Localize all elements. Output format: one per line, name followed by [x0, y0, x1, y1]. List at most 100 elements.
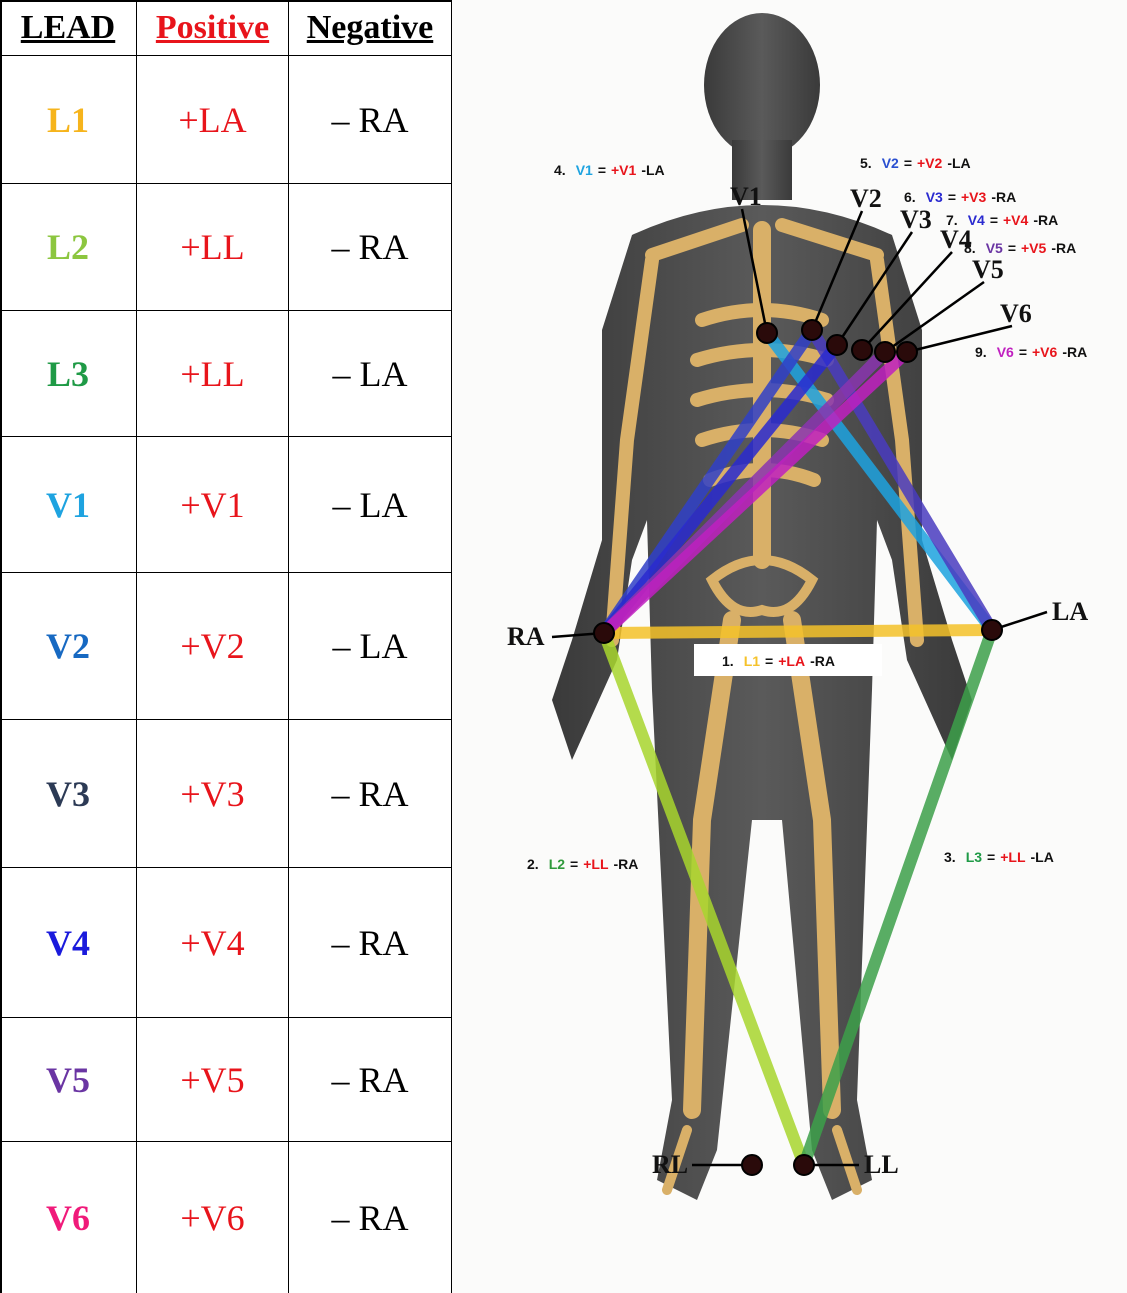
- electrode-ll: [794, 1155, 814, 1175]
- table-row: V4+V4– RA: [0, 868, 452, 1018]
- equation-lead: L1: [744, 653, 761, 669]
- equation-number: 4.: [554, 162, 566, 178]
- equation-positive: +V2: [917, 155, 943, 171]
- equation-positive: +V1: [611, 162, 637, 178]
- electrode-label-v3: V3: [900, 205, 932, 234]
- cell-lead: V1: [0, 437, 137, 573]
- equation-number: 8.: [964, 240, 976, 256]
- cell-lead: L1: [0, 56, 137, 184]
- equation-lead: L3: [966, 849, 983, 865]
- equation-equals: =: [1019, 344, 1027, 360]
- table-row: V1+V1– LA: [0, 437, 452, 573]
- header-negative: Negative: [289, 1, 452, 56]
- equation-equals: =: [987, 849, 995, 865]
- equation-number: 2.: [527, 856, 539, 872]
- cell-lead: V3: [0, 720, 137, 868]
- cell-positive: +V6: [137, 1142, 289, 1293]
- cell-positive: +LL: [137, 184, 289, 311]
- cell-positive: +V2: [137, 573, 289, 720]
- equation-lead: V5: [986, 240, 1003, 256]
- equation-negative: -LA: [947, 155, 970, 171]
- equation-equals: =: [765, 653, 773, 669]
- cell-lead: L3: [0, 311, 137, 437]
- equation-lead: V2: [882, 155, 899, 171]
- header-lead: LEAD: [0, 1, 137, 56]
- equation-positive: +LA: [778, 653, 805, 669]
- electrode-label-v1: V1: [730, 182, 762, 211]
- cell-negative: – RA: [289, 1018, 452, 1142]
- lead-l1-line: [604, 630, 992, 633]
- equation-negative: -RA: [1051, 240, 1076, 256]
- equation-lead: V1: [576, 162, 593, 178]
- equation-lead: V3: [926, 189, 943, 205]
- equation-positive: +LL: [583, 856, 609, 872]
- electrode-v3: [827, 335, 847, 355]
- header-positive: Positive: [137, 1, 289, 56]
- equation-positive: +V5: [1021, 240, 1047, 256]
- cell-negative: – RA: [289, 720, 452, 868]
- table-row: L1+LA– RA: [0, 56, 452, 184]
- equation-number: 5.: [860, 155, 872, 171]
- cell-lead: V5: [0, 1018, 137, 1142]
- equation-positive: +V4: [1003, 212, 1029, 228]
- equation-number: 1.: [722, 653, 734, 669]
- cell-positive: +V5: [137, 1018, 289, 1142]
- table-row: V3+V3– RA: [0, 720, 452, 868]
- electrode-label-la: LA: [1052, 597, 1088, 626]
- cell-negative: – LA: [289, 573, 452, 720]
- equation-equals: =: [598, 162, 606, 178]
- electrode-label-ll: LL: [864, 1150, 899, 1179]
- electrode-label-ra: RA: [507, 622, 545, 651]
- equation-number: 3.: [944, 849, 956, 865]
- electrode-rl: [742, 1155, 762, 1175]
- cell-positive: +V1: [137, 437, 289, 573]
- equation-number: 6.: [904, 189, 916, 205]
- cell-negative: – LA: [289, 311, 452, 437]
- electrode-la: [982, 620, 1002, 640]
- table-row: V6+V6– RA: [0, 1142, 452, 1293]
- cell-positive: +LL: [137, 311, 289, 437]
- cell-lead: V2: [0, 573, 137, 720]
- cell-negative: – LA: [289, 437, 452, 573]
- table-header: LEAD Positive Negative: [0, 1, 452, 56]
- equation-lead: L2: [549, 856, 566, 872]
- equation-positive: +V6: [1032, 344, 1058, 360]
- table-row: V2+V2– LA: [0, 573, 452, 720]
- electrode-v2: [802, 320, 822, 340]
- cell-lead: L2: [0, 184, 137, 311]
- cell-lead: V6: [0, 1142, 137, 1293]
- electrode-v4: [852, 340, 872, 360]
- equation-equals: =: [948, 189, 956, 205]
- electrode-label-v6: V6: [1000, 299, 1032, 328]
- electrode-v6: [897, 342, 917, 362]
- cell-positive: +V4: [137, 868, 289, 1018]
- equation-positive: +LL: [1000, 849, 1026, 865]
- electrode-label-v5: V5: [972, 255, 1004, 284]
- electrode-ra: [594, 623, 614, 643]
- equation-lead: V4: [968, 212, 985, 228]
- equation-equals: =: [990, 212, 998, 228]
- equation-negative: -RA: [810, 653, 835, 669]
- cell-negative: – RA: [289, 868, 452, 1018]
- equation-negative: -RA: [1062, 344, 1087, 360]
- equation-number: 7.: [946, 212, 958, 228]
- equation-equals: =: [904, 155, 912, 171]
- cell-negative: – RA: [289, 1142, 452, 1293]
- equation-equals: =: [1008, 240, 1016, 256]
- equation-positive: +V3: [961, 189, 987, 205]
- cell-positive: +V3: [137, 720, 289, 868]
- equation-negative: -RA: [991, 189, 1016, 205]
- table-row: L2+LL– RA: [0, 184, 452, 311]
- table-row: V5+V5– RA: [0, 1018, 452, 1142]
- electrode-label-v2: V2: [850, 184, 882, 213]
- equation-negative: -RA: [1033, 212, 1058, 228]
- electrode-label-rl: RL: [652, 1150, 688, 1179]
- table-row: L3+LL– LA: [0, 311, 452, 437]
- equation-negative: -LA: [641, 162, 664, 178]
- equation-equals: =: [570, 856, 578, 872]
- equation-number: 9.: [975, 344, 987, 360]
- cell-negative: – RA: [289, 56, 452, 184]
- cell-negative: – RA: [289, 184, 452, 311]
- equation-lead: V6: [997, 344, 1014, 360]
